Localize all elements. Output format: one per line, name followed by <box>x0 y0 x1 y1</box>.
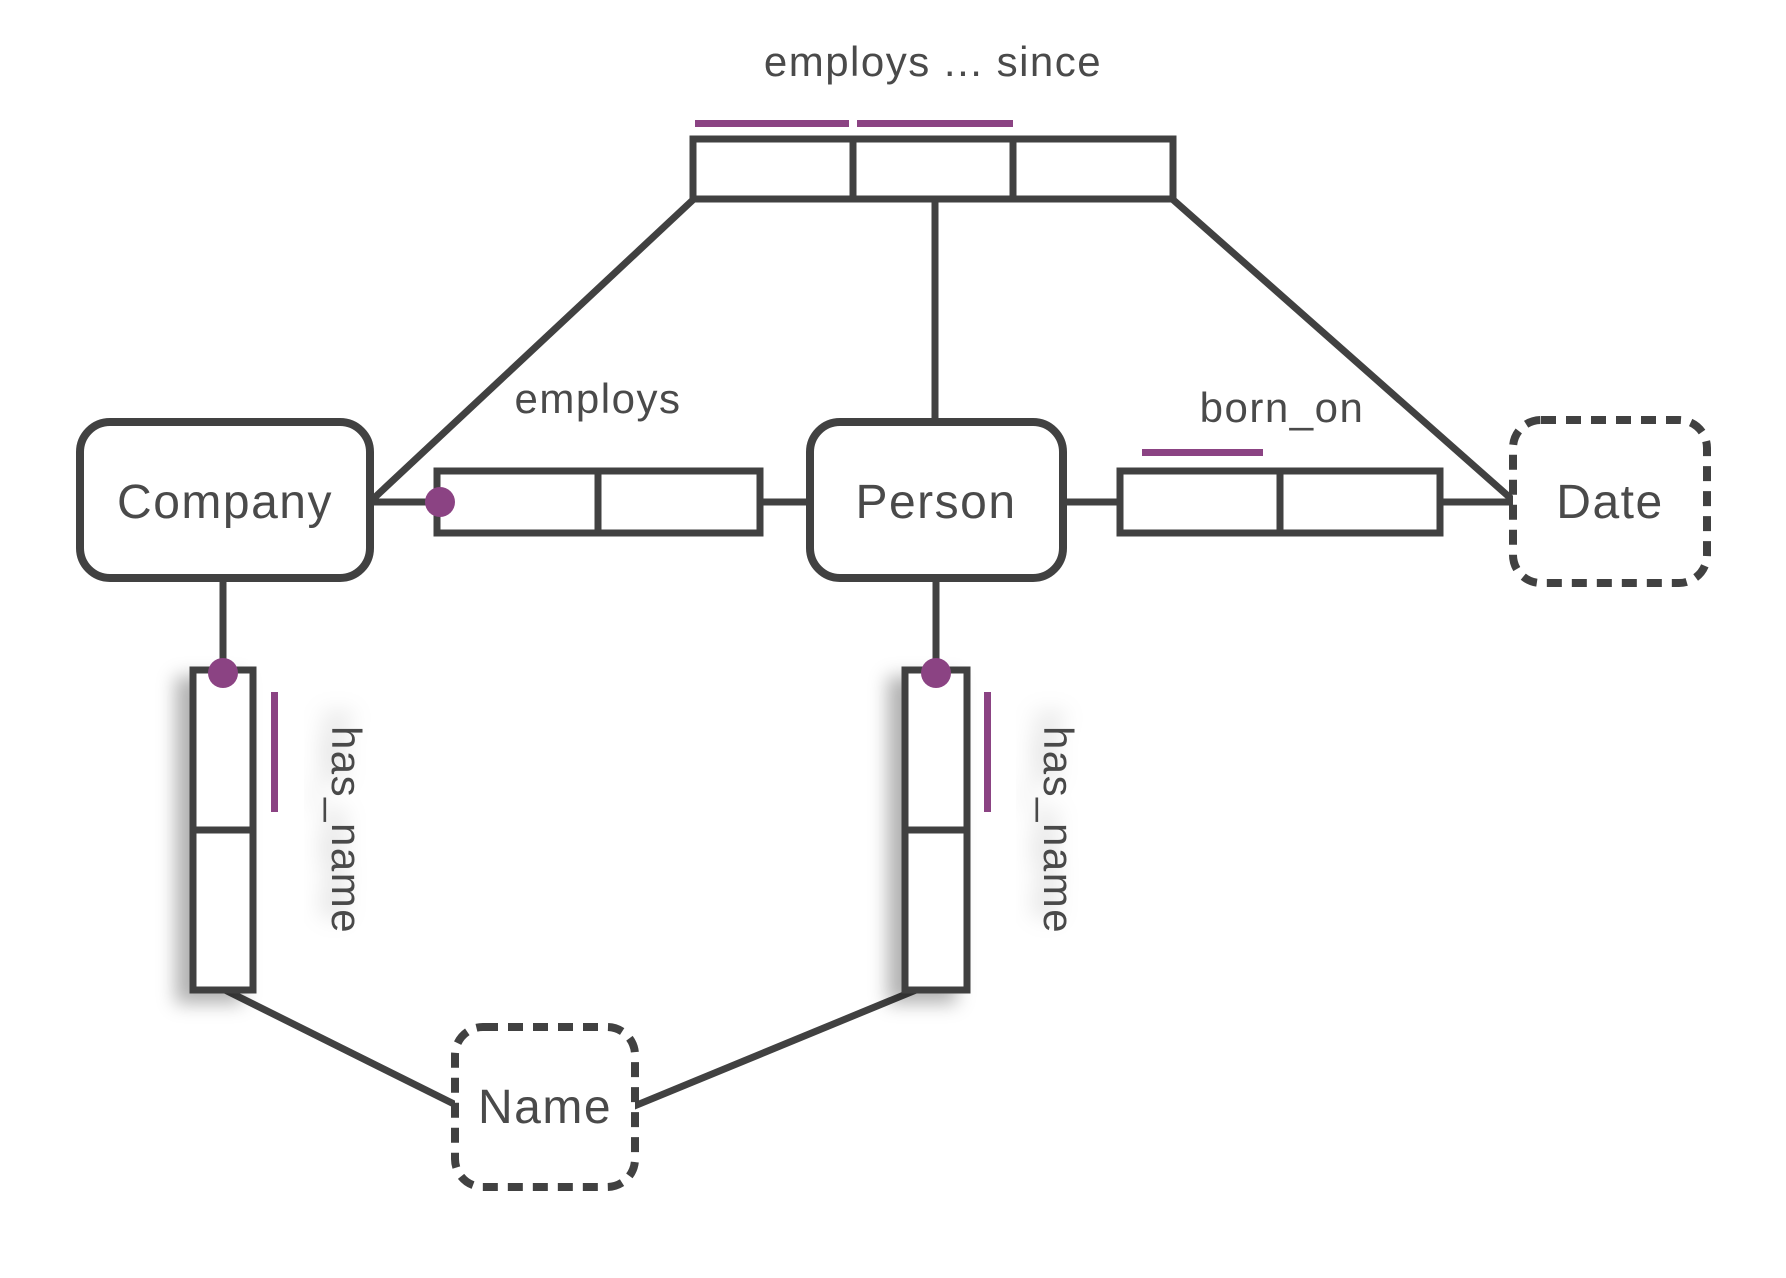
uniqueness-bar-employs-since-segment-1 <box>695 120 849 127</box>
date-value-type: Date <box>1509 416 1711 587</box>
connector-employs-since-to-date <box>1167 194 1519 506</box>
uniqueness-bar-company-has-name <box>271 692 278 812</box>
company-has-name-fact-label: has_name <box>323 726 370 934</box>
person-entity-shape <box>806 418 1067 582</box>
mandatory-role-dot-company-has-name <box>208 658 238 688</box>
employs-since-fact-type: employs ... since <box>689 38 1177 203</box>
person-entity: Person <box>806 418 1067 582</box>
employs-since-fact-label: employs ... since <box>764 38 1102 85</box>
company-entity-label: Company <box>117 476 333 529</box>
connector-company-has-name-to-name <box>223 986 462 1111</box>
company-entity: Company <box>76 418 374 582</box>
company-entity-shape <box>76 418 374 582</box>
uniqueness-bar-person-has-name <box>984 692 991 812</box>
person-entity-label: Person <box>855 476 1016 529</box>
company-has-name-fact-type: has_name <box>189 658 370 994</box>
born-on-fact-type: born_on <box>1116 384 1444 537</box>
connector-person-has-name-to-name <box>630 986 918 1111</box>
born-on-fact-label: born_on <box>1200 384 1365 431</box>
uniqueness-bar-born-on <box>1142 449 1263 456</box>
mandatory-role-dot-person-has-name <box>921 658 951 688</box>
name-value-type-label: Name <box>478 1081 612 1134</box>
name-value-type: Name <box>451 1023 639 1191</box>
mandatory-role-dot-company-employs <box>425 487 455 517</box>
connector-employs-since-to-company <box>369 194 699 503</box>
person-has-name-fact-label: has_name <box>1035 726 1082 934</box>
name-value-type-shape <box>451 1023 639 1191</box>
employs-fact-type: employs <box>425 375 764 537</box>
employs-fact-label: employs <box>515 375 682 422</box>
date-value-type-label: Date <box>1556 476 1663 529</box>
person-has-name-fact-type: has_name <box>901 658 1082 994</box>
uniqueness-bar-employs-since-segment-2 <box>857 120 1013 127</box>
employs-since-role-boxes <box>689 135 1177 203</box>
date-value-type-shape <box>1509 416 1711 587</box>
